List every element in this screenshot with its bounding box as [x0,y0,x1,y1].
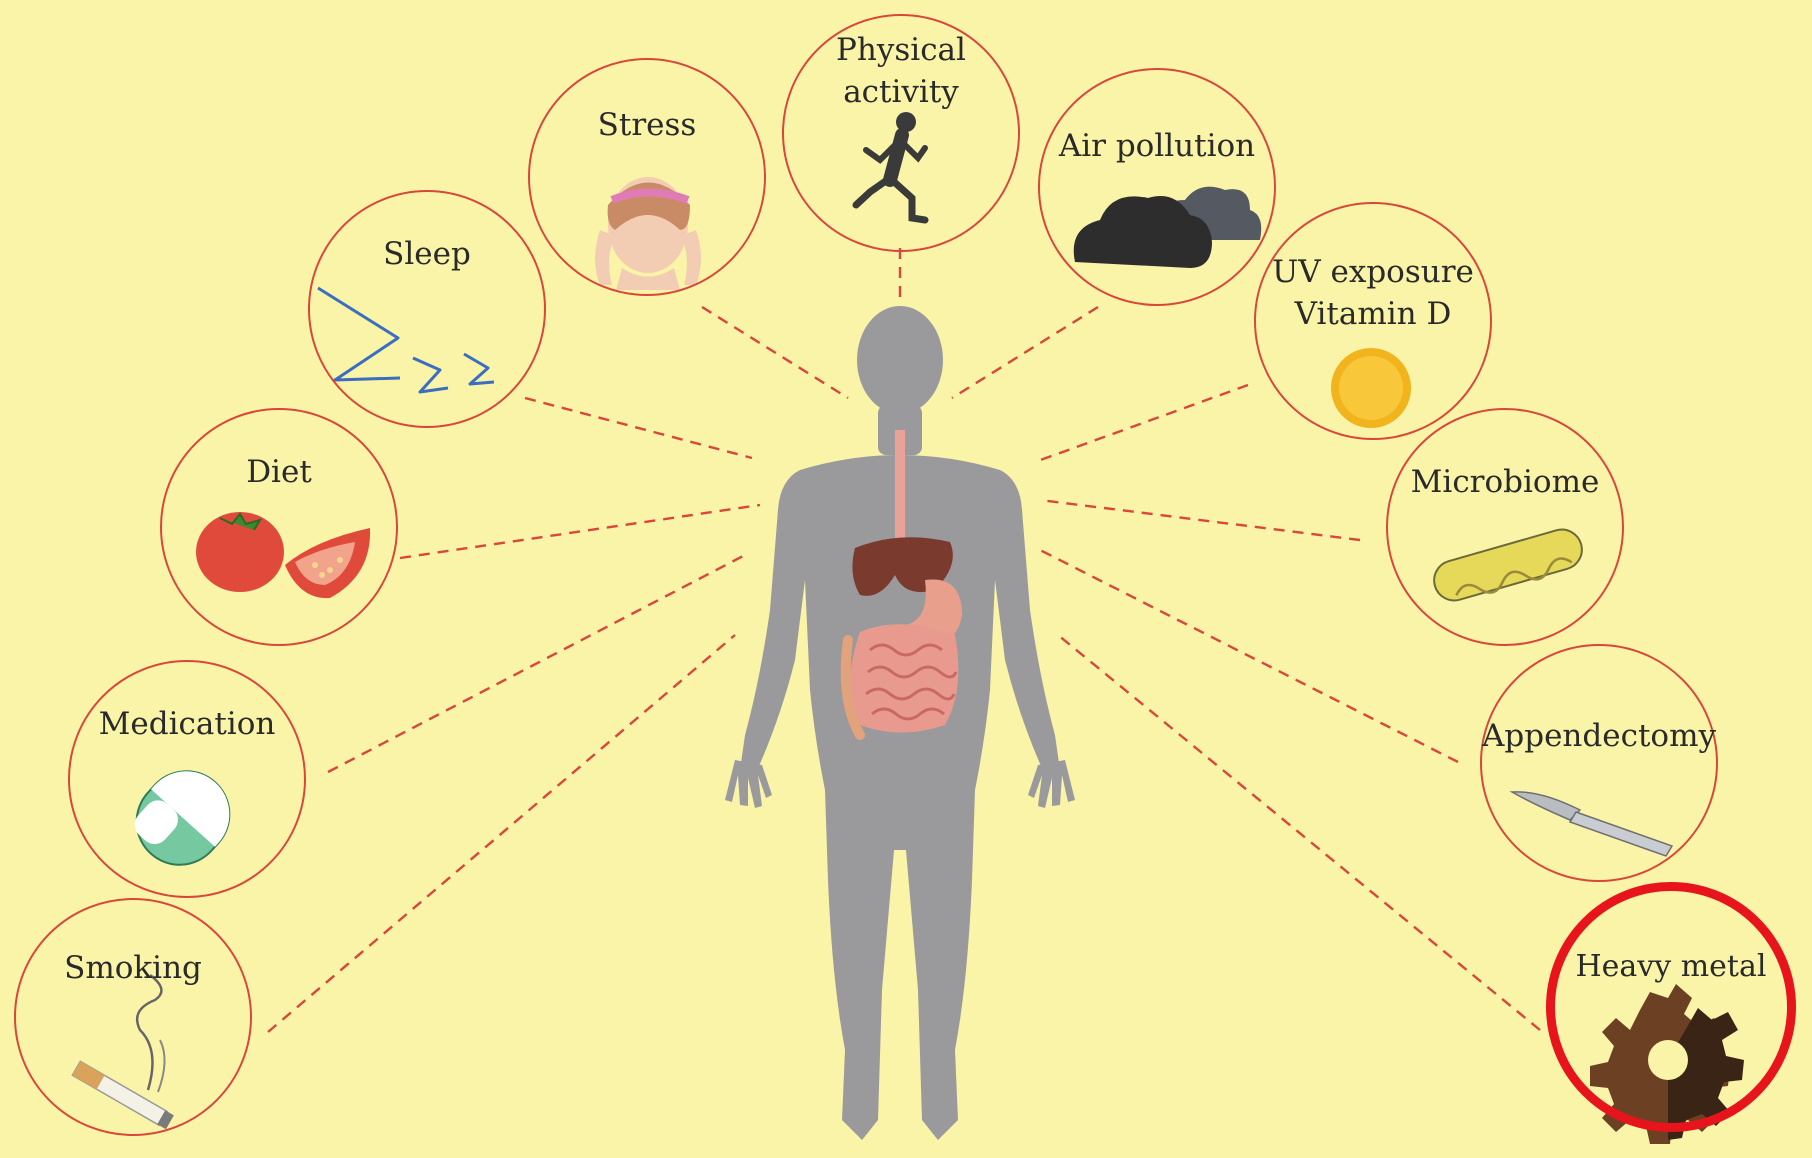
connector-diet [400,505,760,558]
factor-label: Microbiome [1388,462,1622,504]
factor-label: Air pollution [1040,126,1274,168]
factor-label: Diet [162,452,396,494]
factor-label: Stress [530,105,764,147]
connector-heavy [1058,635,1540,1030]
factor-label: Heavy metal [1555,947,1787,988]
factor-label: Physical activity [784,30,1018,114]
connector-microbiome [1040,500,1360,540]
connector-appendectomy [1040,550,1458,762]
connector-air [952,307,1098,398]
connector-smoking [268,635,735,1032]
connector-sleep [525,398,752,458]
factor-smoking: Smoking [14,898,252,1136]
connector-uv [1035,385,1248,462]
factor-medication: Medication [68,660,306,898]
factor-label: Medication [70,704,304,746]
factor-label: UV exposure Vitamin D [1256,252,1490,336]
factor-microbiome: Microbiome [1386,408,1624,646]
factor-label: Smoking [16,948,250,990]
connector-medication [328,555,745,772]
connector-stress [702,307,848,398]
factor-appendectomy: Appendectomy [1480,644,1718,882]
factor-heavy-metal: Heavy metal [1546,882,1796,1132]
factor-sleep: Sleep [308,190,546,428]
factor-uv-exposure: UV exposure Vitamin D [1254,202,1492,440]
factor-stress: Stress [528,58,766,296]
factor-label: Sleep [310,234,544,276]
factor-diet: Diet [160,408,398,646]
factor-air-pollution: Air pollution [1038,68,1276,306]
factor-label: Appendectomy [1482,716,1716,758]
factor-physical-activity: Physical activity [782,14,1020,252]
